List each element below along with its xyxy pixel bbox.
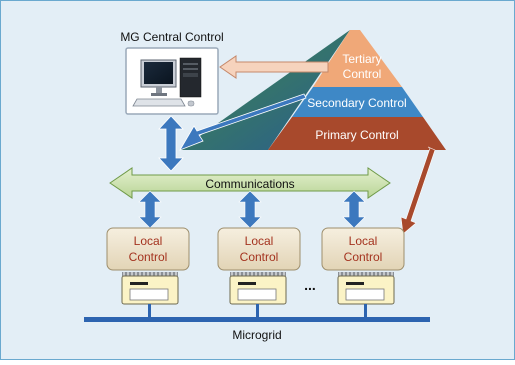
primary-control-label: Primary Control: [315, 128, 398, 142]
secondary-control-layer: [292, 87, 423, 117]
local-control-label-line1: Local: [134, 234, 163, 248]
device-unit-3: [337, 272, 395, 305]
microgrid-label: Microgrid: [232, 328, 281, 342]
central-control-label: MG Central Control: [120, 30, 223, 44]
tertiary-control-label-line1: Tertiary: [342, 52, 381, 66]
communications-bus: Communications: [109, 167, 391, 199]
local-controller-3: Local Control: [321, 227, 405, 271]
controller-device-icon: [337, 272, 395, 305]
local-control-label-line2: Control: [240, 250, 279, 264]
local-control-label-line1: Local: [245, 234, 274, 248]
device-unit-1: [121, 272, 179, 305]
device-connector-3: [364, 304, 367, 319]
device-connector-1: [148, 304, 151, 319]
tertiary-control-layer: [313, 30, 402, 87]
primary-control-layer: [268, 117, 446, 150]
local-control-label-line2: Control: [129, 250, 168, 264]
secondary-to-communications-arrow: [179, 93, 307, 151]
computer-icon: [132, 57, 202, 107]
microgrid-bus-line: [84, 317, 430, 322]
ellipsis: ...: [304, 277, 316, 293]
mg-central-control: MG Central Control: [120, 30, 224, 115]
controller-device-icon: [229, 272, 287, 305]
tertiary-to-central-arrow: [219, 55, 329, 79]
device-connector-2: [256, 304, 259, 319]
microgrid-bus: Microgrid: [84, 304, 430, 342]
pyramid-side-face: [180, 30, 350, 150]
local-controller-2: Local Control: [217, 227, 301, 271]
central-communications-arrow: [158, 115, 184, 172]
local-controller-1: Local Control: [106, 227, 190, 271]
communications-label: Communications: [205, 177, 294, 191]
secondary-control-label: Secondary Control: [307, 96, 406, 110]
communications-arrow: [109, 167, 391, 199]
control-hierarchy-pyramid: Tertiary Control Secondary Control Prima…: [180, 30, 446, 150]
local-control-box: [106, 227, 190, 271]
controller-device-icon: [121, 272, 179, 305]
local-control-box: [217, 227, 301, 271]
local-control-label-line2: Control: [344, 250, 383, 264]
tertiary-control-label-line2: Control: [343, 67, 382, 81]
local-control-label-line1: Local: [349, 234, 378, 248]
device-unit-2: [229, 272, 287, 305]
local-control-box: [321, 227, 405, 271]
